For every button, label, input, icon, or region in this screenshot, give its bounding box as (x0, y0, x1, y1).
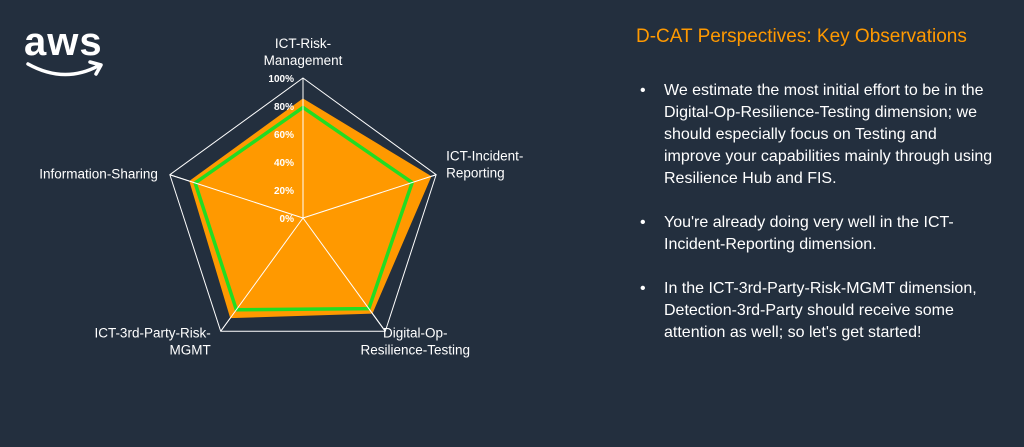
radar-category-label-line: ICT-Incident- (446, 149, 523, 164)
radar-category-label: Information-Sharing (39, 167, 158, 182)
radar-category-label-line: ICT-Risk- (275, 36, 331, 51)
aws-logo: aws (24, 22, 114, 82)
radar-series-area (189, 98, 432, 319)
observation-text: In the ICT-3rd-Party-Risk-MGMT dimension… (664, 280, 977, 341)
radar-outer-ring (169, 77, 437, 332)
observation-item: • In the ICT-3rd-Party-Risk-MGMT dimensi… (636, 278, 996, 344)
radar-tick-label: 0% (280, 214, 295, 225)
radar-category-label: ICT-3rd-Party-Risk- MGMT (94, 325, 210, 357)
radar-spoke-overlay (302, 174, 437, 219)
bullet-icon: • (640, 214, 646, 231)
radar-category-label-line: Reporting (446, 166, 505, 181)
bullet-icon: • (640, 280, 646, 297)
aws-logo-text: aws (24, 20, 103, 64)
observation-item: • We estimate the most initial effort to… (636, 80, 996, 190)
radar-spoke-overlay (220, 217, 304, 332)
radar-category-label: Digital-Op- Resilience-Testing (361, 325, 471, 357)
radar-category-label-line: MGMT (169, 342, 210, 357)
radar-category-label-line: Digital-Op- (383, 325, 448, 340)
observation-text: You're already doing very well in the IC… (664, 214, 954, 253)
observation-item: • You're already doing very well in the … (636, 212, 996, 256)
observation-list: • We estimate the most initial effort to… (636, 80, 996, 366)
amazon-smile-icon (26, 60, 103, 77)
panel-title: D-CAT Perspectives: Key Observations (636, 26, 967, 47)
radar-category-label-line: Resilience-Testing (361, 342, 471, 357)
radar-category-label-line: ICT-3rd-Party-Risk- (94, 325, 210, 340)
radar-category-label-line: Management (264, 53, 343, 68)
radar-series-line (193, 105, 414, 312)
radar-category-label-line: Information-Sharing (39, 167, 158, 182)
radar-tick-label: 100% (268, 74, 294, 85)
radar-spoke-overlay (302, 217, 386, 332)
bullet-icon: • (640, 82, 646, 99)
radar-category-label: ICT-Incident- Reporting (446, 149, 523, 181)
radar-tick-label: 20% (274, 186, 294, 197)
radar-series (169, 78, 437, 332)
radar-chart: 0%20%40%60%80%100% ICT-Risk-ManagementIC… (39, 36, 523, 357)
radar-tick-label: 80% (274, 102, 294, 113)
radar-category-label: ICT-Risk- Management (264, 36, 343, 68)
radar-spoke-overlay (169, 174, 304, 219)
radar-tick-labels: 0% 20% 40% 60% 80% 100% (268, 74, 294, 225)
radar-tick-label: 60% (274, 130, 294, 141)
radar-tick-label: 40% (274, 158, 294, 169)
observation-text: We estimate the most initial effort to b… (664, 82, 993, 187)
